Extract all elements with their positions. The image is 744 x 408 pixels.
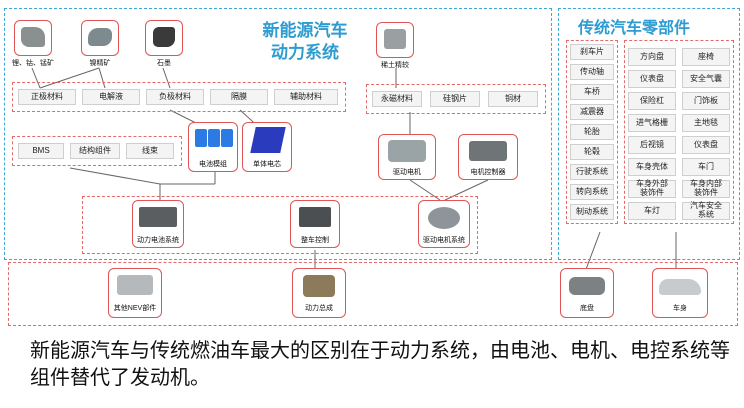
- trad-part-2: 传动轴: [570, 64, 614, 80]
- chassis-card: 底盘: [560, 268, 614, 318]
- raw-label-2: 镍精矿: [89, 60, 111, 67]
- trad-part-a-7: 车身外部 装饰件: [628, 179, 676, 198]
- motor-controller-label: 电机控制器: [470, 169, 506, 176]
- raw-label-1: 锂、钴、锰矿: [12, 60, 54, 67]
- vehicle-control-label: 整车控制: [301, 237, 329, 244]
- rare-earth-image: [376, 22, 414, 58]
- nev-powertrain-region: [4, 8, 552, 260]
- other-nev-label: 其他NEV部件: [113, 305, 157, 312]
- drive-motor-label: 驱动电机: [393, 169, 421, 176]
- trad-part-9: 制动系统: [570, 204, 614, 220]
- motor-materials-group: [366, 84, 546, 114]
- material-separator: 隔膜: [210, 89, 268, 105]
- trad-part-a-6: 车身壳体: [628, 158, 676, 176]
- trad-part-a-4: 进气格栅: [628, 114, 676, 132]
- material-cathode: 正极材料: [18, 89, 76, 105]
- raw-label-4: 稀土精较: [381, 62, 409, 69]
- trad-col1-group: [566, 40, 618, 224]
- trad-part-a-8: 车灯: [628, 202, 676, 220]
- battery-cell-card: 单体电芯: [242, 122, 292, 172]
- power-battery-system-label: 动力电池系统: [137, 237, 179, 244]
- vehicle-region: [8, 262, 738, 326]
- trad-col2-group: [624, 40, 734, 224]
- material-electrolyte: 电解液: [82, 89, 140, 105]
- systems-group: [82, 196, 478, 254]
- material-anode: 负极材料: [146, 89, 204, 105]
- trad-part-b-4: 主地毯: [682, 114, 730, 132]
- powertrain-label: 动力总成: [305, 305, 333, 312]
- material-permanent-magnet: 永磁材料: [372, 91, 422, 107]
- motor-controller-card: 电机控制器: [458, 134, 518, 180]
- trad-part-b-6: 车门: [682, 158, 730, 176]
- battery-module-label: 电池模组: [199, 161, 227, 168]
- battery-components-group: [12, 136, 182, 166]
- chassis-label: 底盘: [580, 305, 594, 312]
- nickel-ore-image: [81, 20, 119, 56]
- trad-part-a-2: 仪表盘: [628, 70, 676, 88]
- trad-part-a-1: 方向盘: [628, 48, 676, 66]
- drive-motor-system-card: 驱动电机系统: [418, 200, 470, 248]
- trad-part-b-7: 车身内部 装饰件: [682, 179, 730, 198]
- material-auxiliary: 辅助材料: [274, 89, 338, 105]
- bms-box: BMS: [18, 143, 64, 159]
- graphite-image: [145, 20, 183, 56]
- trad-part-4: 减震器: [570, 104, 614, 120]
- caption-text: 新能源汽车与传统燃油车最大的区别在于动力系统，由电池、电机、电控系统等组件替代了…: [30, 340, 730, 389]
- trad-part-b-5: 仪表盘: [682, 136, 730, 154]
- traditional-parts-region: [558, 8, 740, 260]
- trad-part-8: 转向系统: [570, 184, 614, 200]
- trad-part-6: 轮毂: [570, 144, 614, 160]
- car-body-card: 车身: [652, 268, 708, 318]
- trad-part-7: 行驶系统: [570, 164, 614, 180]
- drive-motor-card: 驱动电机: [378, 134, 436, 180]
- vehicle-control-card: 整车控制: [290, 200, 340, 248]
- battery-cell-label: 单体电芯: [253, 161, 281, 168]
- traditional-title: 传统汽车零部件: [578, 20, 691, 37]
- trad-part-1: 刹车片: [570, 44, 614, 60]
- trad-part-3: 车桥: [570, 84, 614, 100]
- lithium-ore-image: [14, 20, 52, 56]
- material-silicon-steel: 硅钢片: [430, 91, 480, 107]
- materials-group: [12, 82, 346, 112]
- drive-motor-system-label: 驱动电机系统: [423, 237, 465, 244]
- harness-box: 线束: [126, 143, 174, 159]
- structure-box: 结构组件: [70, 143, 120, 159]
- trad-part-a-5: 后视镜: [628, 136, 676, 154]
- other-nev-card: 其他NEV部件: [108, 268, 162, 318]
- raw-label-3: 石墨: [157, 60, 171, 67]
- trad-part-a-3: 保险杠: [628, 92, 676, 110]
- material-copper: 铜材: [488, 91, 538, 107]
- power-battery-system-card: 动力电池系统: [132, 200, 184, 248]
- nev-title: 新能源汽车 动力系统: [262, 21, 348, 62]
- trad-part-b-1: 座椅: [682, 48, 730, 66]
- trad-part-b-3: 门饰板: [682, 92, 730, 110]
- battery-module-card: 电池模组: [188, 122, 238, 172]
- trad-part-b-2: 安全气囊: [682, 70, 730, 88]
- powertrain-card: 动力总成: [292, 268, 346, 318]
- trad-part-5: 轮胎: [570, 124, 614, 140]
- car-body-label: 车身: [673, 305, 687, 312]
- trad-part-b-8: 汽车安全 系统: [682, 201, 730, 220]
